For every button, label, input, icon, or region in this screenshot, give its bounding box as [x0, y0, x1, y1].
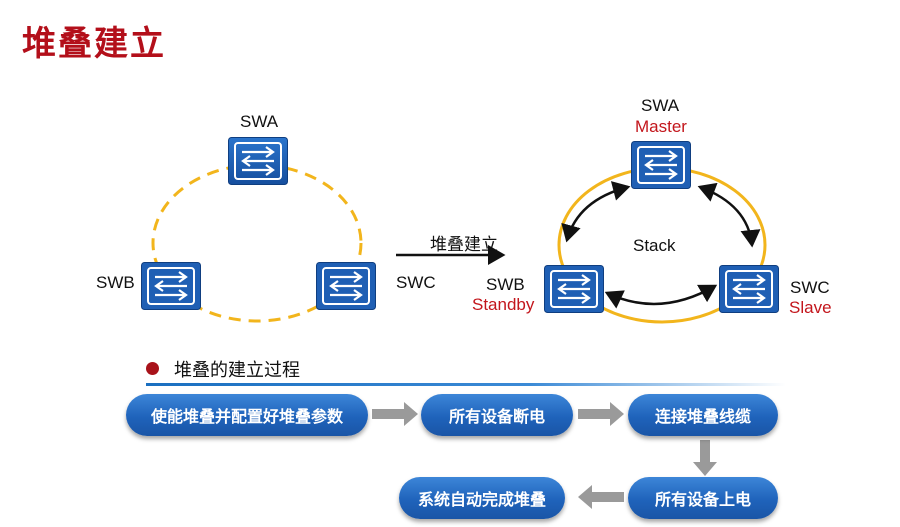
flow-arrow-2: [578, 402, 624, 426]
switch-icon: [316, 262, 376, 310]
section-underline: [146, 383, 786, 386]
left-swa-label: SWA: [240, 112, 279, 131]
left-swc-label: SWC: [396, 273, 436, 292]
switch-icon: [141, 262, 201, 310]
page-title: 堆叠建立: [22, 24, 166, 64]
right-swa-label: SWA: [641, 96, 680, 115]
transition-label: 堆叠建立: [430, 235, 498, 254]
left-swb-label: SWB: [96, 273, 135, 292]
section-title: 堆叠的建立过程: [174, 360, 300, 381]
flow-arrow-down: [693, 440, 717, 476]
switch-icon: [544, 265, 604, 313]
stack-label: Stack: [633, 236, 676, 255]
flow-arrow-1: [372, 402, 418, 426]
right-swa-role: Master: [635, 117, 687, 136]
step-1: 使能堆叠并配置好堆叠参数: [126, 394, 368, 436]
bullet-icon: [146, 362, 159, 375]
right-swb-label: SWB: [486, 275, 525, 294]
switch-icon: [719, 265, 779, 313]
switch-icon: [228, 137, 288, 185]
step-4: 所有设备上电: [628, 477, 778, 519]
stack-arrow-a-c: [697, 182, 761, 248]
flow-arrow-left: [578, 485, 624, 509]
right-swc-role: Slave: [789, 298, 832, 317]
switch-icon: [631, 141, 691, 189]
right-swc-label: SWC: [790, 278, 830, 297]
stack-arrow-b-c: [604, 284, 718, 309]
step-3: 连接堆叠线缆: [628, 394, 778, 436]
section-heading: 堆叠的建立过程: [146, 356, 786, 386]
right-swb-role: Standby: [472, 295, 535, 314]
step-5: 系统自动完成堆叠: [399, 477, 565, 519]
stack-arrow-a-b: [561, 181, 631, 243]
step-2: 所有设备断电: [421, 394, 573, 436]
